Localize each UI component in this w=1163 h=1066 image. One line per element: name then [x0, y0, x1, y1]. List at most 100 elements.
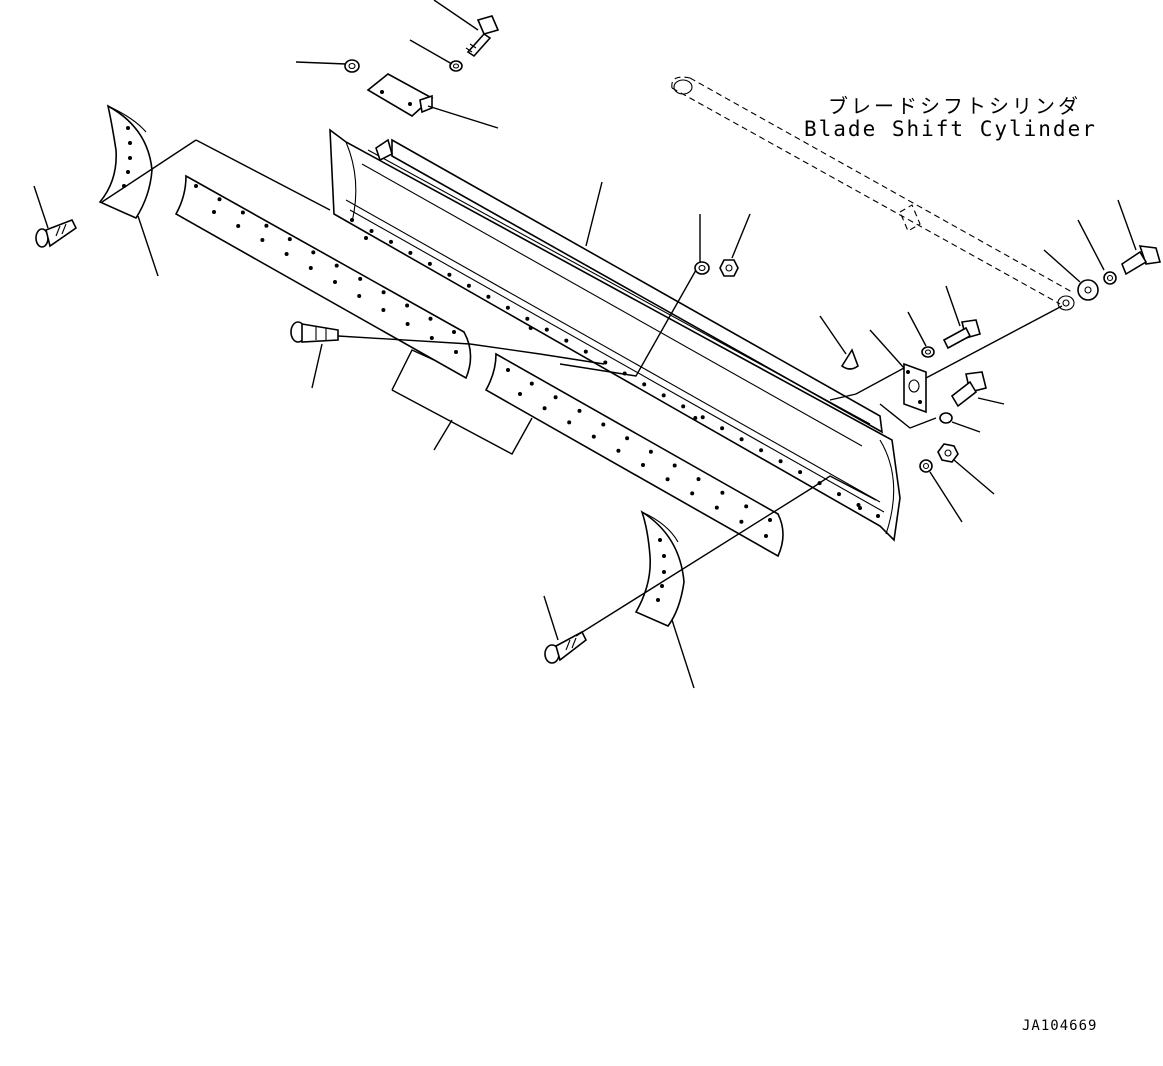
- bolt-hole: [837, 492, 841, 497]
- top-washer: [449, 60, 463, 72]
- bolt-hole: [506, 368, 510, 372]
- top-bolt: [465, 15, 500, 58]
- bolt-hole: [405, 303, 410, 308]
- right-cutting-edge: [484, 352, 784, 558]
- bolt-hole: [369, 229, 374, 233]
- bolt-hole: [452, 330, 456, 334]
- shift-bracket: [903, 362, 927, 414]
- mid-nut: [719, 259, 739, 277]
- bolt-hole: [690, 491, 695, 496]
- moldboard: [329, 128, 901, 542]
- bolt-hole: [648, 449, 653, 454]
- moldboard-holes: [350, 218, 880, 518]
- bolt-hole: [661, 393, 666, 398]
- center-plow-bolt: [290, 321, 339, 343]
- bolt-hole: [778, 459, 783, 464]
- cylinder-pin-spring-washer: [1103, 271, 1117, 285]
- bolt-hole: [236, 224, 241, 228]
- blade-shift-cylinder: [671, 76, 1075, 311]
- right-end-bit: [634, 510, 685, 627]
- bolt-hole: [577, 408, 582, 413]
- bolt-hole: [798, 470, 803, 475]
- bolt-hole: [284, 252, 289, 256]
- bolt-hole: [700, 415, 705, 420]
- cylinder-label-en: Blade Shift Cylinder: [804, 117, 1097, 141]
- bolt-hole: [567, 420, 572, 425]
- bolt-hole: [739, 519, 744, 524]
- bolt-hole: [693, 416, 698, 420]
- bolt-hole: [696, 477, 701, 482]
- bolt-hole: [720, 490, 725, 495]
- bolt-hole: [544, 327, 549, 332]
- bolt-hole: [194, 184, 198, 188]
- bolt-hole: [333, 280, 337, 284]
- bolt-hole: [311, 250, 316, 255]
- bolt-hole: [720, 426, 725, 431]
- bolt-hole: [528, 326, 533, 330]
- bracket-bolt-lower: [950, 371, 987, 408]
- bracket-bolt-upper: [942, 319, 981, 350]
- bolt-hole: [764, 534, 768, 538]
- bolt-hole: [358, 276, 363, 281]
- left-end-bit: [98, 104, 153, 220]
- bolt-hole: [447, 272, 452, 277]
- right-cutting-edge-holes-top: [506, 368, 772, 522]
- bolt-hole: [381, 308, 386, 312]
- bracket-washer-upper: [921, 346, 935, 358]
- bolt-hole: [641, 463, 645, 467]
- bolt-hole: [357, 294, 362, 298]
- moldboard-holes-sparse: [364, 236, 862, 510]
- left-cutting-edge-holes-top: [194, 184, 456, 334]
- bolt-hole: [665, 477, 670, 482]
- bolt-hole: [429, 336, 434, 340]
- bolt-hole: [714, 505, 719, 510]
- mid-washer: [694, 261, 710, 275]
- bolt-hole: [264, 223, 269, 228]
- bolt-hole: [817, 481, 822, 486]
- bolt-hole: [427, 261, 432, 266]
- grease-fitting: [840, 348, 859, 370]
- bolt-hole: [518, 392, 522, 396]
- bolt-hole: [381, 290, 386, 295]
- cylinder-pin-plate-washer: [1077, 279, 1099, 301]
- bolt-hole: [334, 263, 339, 268]
- bolt-hole: [672, 463, 677, 468]
- bolt-hole: [876, 514, 880, 518]
- bolt-hole: [212, 210, 216, 214]
- bolt-hole: [350, 218, 354, 222]
- bolt-hole: [542, 406, 547, 411]
- bolt-hole: [616, 448, 621, 453]
- right-plow-bolt: [544, 630, 588, 664]
- bolt-hole: [525, 316, 530, 321]
- cylinder-label-jp: ブレードシフトシリンダ: [828, 94, 1081, 118]
- cylinder-pin-bolt: [1121, 245, 1162, 276]
- bolt-hole: [622, 371, 627, 376]
- bolt-hole: [681, 404, 686, 409]
- bolt-hole: [240, 210, 245, 215]
- bolt-hole: [642, 382, 647, 387]
- bolt-hole: [759, 448, 764, 453]
- bolt-hole: [553, 395, 558, 400]
- bolt-hole: [564, 338, 569, 343]
- leader-lines: [33, 0, 1137, 689]
- left-cutting-edge: [174, 174, 472, 380]
- bolt-hole: [739, 437, 744, 442]
- bolt-hole: [217, 197, 222, 202]
- bolt-hole: [744, 504, 749, 509]
- bolt-hole: [405, 322, 410, 326]
- right-cutting-edge-holes-bottom: [518, 392, 768, 538]
- bracket-washer-lower: [939, 412, 953, 424]
- bolt-hole: [583, 349, 588, 354]
- bolt-hole: [308, 266, 313, 270]
- bracket-nut: [937, 443, 959, 463]
- top-nut: [344, 59, 360, 73]
- bolt-hole: [428, 316, 433, 321]
- figure-id: JA104669: [1022, 1018, 1098, 1034]
- left-cutting-edge-holes-bottom: [212, 210, 458, 354]
- bolt-hole: [529, 381, 534, 386]
- bolt-hole: [454, 350, 458, 354]
- bolt-hole: [466, 283, 471, 288]
- bolt-hole: [601, 422, 606, 427]
- bolt-hole: [389, 239, 393, 244]
- bracket-flat-washer: [919, 459, 933, 473]
